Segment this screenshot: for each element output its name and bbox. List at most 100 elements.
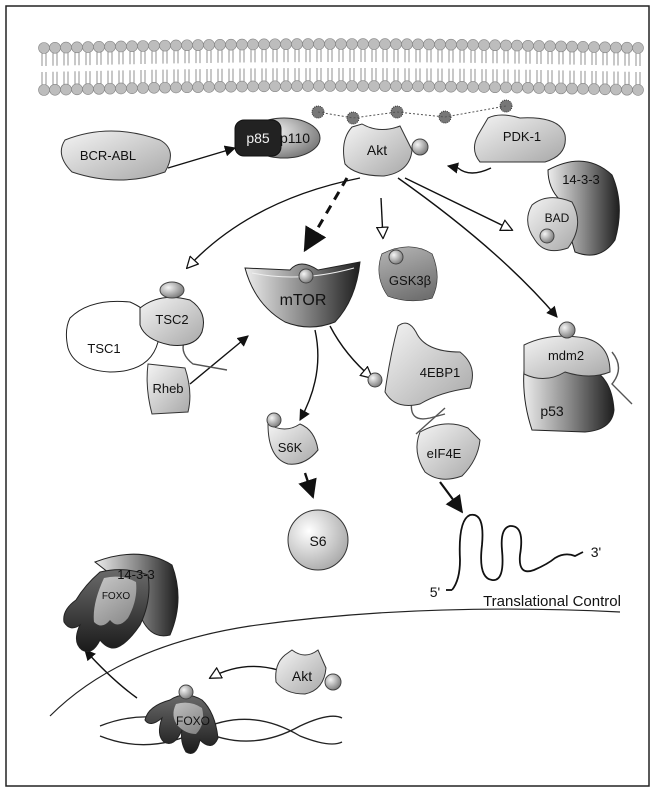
inhibit-tsc2-rheb (183, 342, 227, 370)
bcr-abl-label: BCR-ABL (80, 148, 136, 163)
lipid-head (622, 84, 633, 95)
lipid-tails (592, 52, 596, 84)
lipid-head (259, 39, 270, 50)
lipid-head (413, 39, 424, 50)
lipid-head (479, 82, 490, 93)
lipid-head (600, 84, 611, 95)
lipid-head (413, 81, 424, 92)
lipid-tails (328, 49, 332, 81)
lipid-tails (394, 49, 398, 81)
membrane-phosphoinositides (312, 100, 512, 124)
cell-membrane (39, 39, 644, 96)
bad-1433-complex: 14-3-3 BAD (528, 161, 620, 255)
lipid-tails (152, 51, 156, 83)
lipid-head (281, 39, 292, 50)
lipid-tails (108, 52, 112, 84)
lipid-tails (64, 53, 68, 85)
bad-label: BAD (545, 211, 570, 225)
lipid-tails (350, 49, 354, 81)
lipid-tails (559, 51, 563, 83)
lipid-head (292, 39, 303, 50)
arrow-rheb-mtor (190, 336, 248, 384)
lipid-head (523, 40, 534, 51)
lipid-head (369, 39, 380, 50)
mdm2-label: mdm2 (548, 348, 584, 363)
lipid-head (149, 82, 160, 93)
arrow-mtor-s6k (300, 330, 318, 420)
lipid-head (391, 39, 402, 50)
lipid-head (479, 40, 490, 51)
foxo-1433-cytoplasm: 14-3-3 FOXO (64, 554, 178, 651)
lipid-head (303, 81, 314, 92)
lipid-head (171, 40, 182, 51)
lipid-head (611, 84, 622, 95)
bad-1433-label: 14-3-3 (562, 172, 600, 187)
bcr-abl-protein: BCR-ABL (61, 131, 170, 180)
lipid-head (336, 81, 347, 92)
lipid-head (468, 81, 479, 92)
lipid-tails (240, 50, 244, 82)
lipid-tails (251, 49, 255, 81)
lipid-tails (218, 50, 222, 82)
lipid-head (116, 41, 127, 52)
lipid-tails (372, 49, 376, 81)
lipid-head (248, 39, 259, 50)
lipid-tails (163, 51, 167, 83)
arrow-bcrabl-p85 (168, 148, 235, 168)
lipid-head (501, 40, 512, 51)
lipid-head (127, 83, 138, 94)
akt-bottom-label: Akt (292, 668, 312, 684)
lipid-head (380, 81, 391, 92)
lipid-tails (416, 49, 420, 81)
lipid-head (468, 39, 479, 50)
rheb-label: Rheb (152, 381, 183, 396)
arrow-s6k-s6 (305, 473, 313, 497)
lipid-head (358, 81, 369, 92)
lipid-head (424, 39, 435, 50)
lipid-head (589, 84, 600, 95)
lipid-head (556, 41, 567, 52)
arrow-foxo-export (85, 650, 137, 698)
lipid-head (589, 42, 600, 53)
lipid-head (402, 39, 413, 50)
lipid-head (556, 83, 567, 94)
pi3k-complex: p85 p110 (235, 118, 320, 158)
lipid-head (314, 39, 325, 50)
arrow-akt-tsc2 (187, 178, 360, 268)
lipid-tails (625, 53, 629, 85)
lipid-head (446, 39, 457, 50)
lipid-tails (537, 51, 541, 83)
lipid-tails (262, 49, 266, 81)
arrow-akt-gsk3b (381, 198, 383, 238)
lipid-tails (493, 50, 497, 82)
lipid-head (325, 81, 336, 92)
lipid-head (193, 40, 204, 51)
lipid-head (61, 42, 72, 53)
lipid-tails (405, 49, 409, 81)
mtor-label: mTOR (280, 292, 327, 309)
lipid-head (281, 81, 292, 92)
lipid-tails (570, 52, 574, 84)
lipid-head (325, 39, 336, 50)
lipid-head (347, 81, 358, 92)
lipid-head (358, 39, 369, 50)
inhibit-mdm2-p53 (612, 352, 632, 404)
foxo-cyto-label: FOXO (102, 591, 131, 602)
lipid-head (435, 81, 446, 92)
lipid-head (226, 39, 237, 50)
lipid-head (182, 82, 193, 93)
gsk3b-protein: GSK3β (379, 247, 437, 301)
arrow-akt-mtor (305, 178, 347, 250)
s6-label: S6 (309, 533, 326, 549)
pdk1-protein: PDK-1 (474, 115, 565, 162)
lipid-head (292, 81, 303, 92)
lipid-head (512, 40, 523, 51)
five-prime-label: 5' (430, 584, 440, 600)
lipid-head (512, 82, 523, 93)
lipid-head (83, 84, 94, 95)
arrow-mtor-4ebp1 (330, 326, 372, 378)
p110-label: p110 (280, 130, 310, 146)
foxo-nucleus-label: FOXO (176, 714, 210, 728)
lipid-tails (295, 49, 299, 81)
